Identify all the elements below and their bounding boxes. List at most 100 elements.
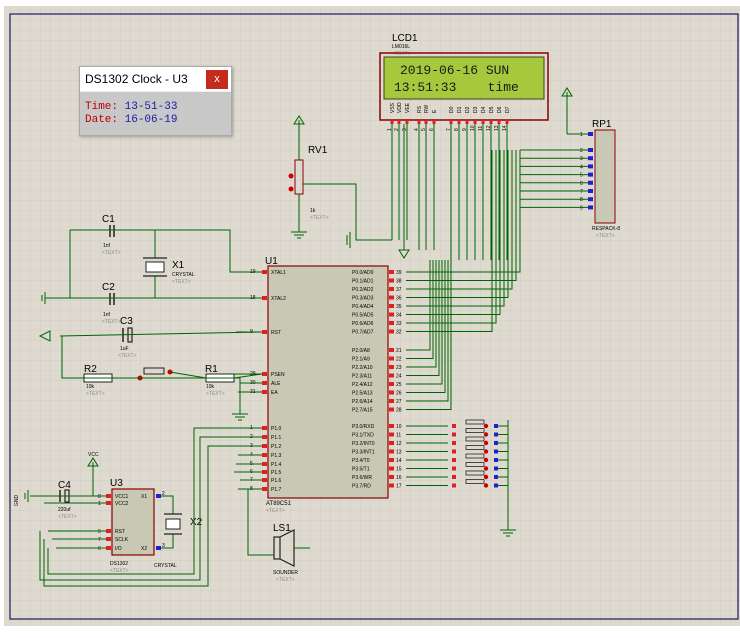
u1-pin-number: 38 (396, 279, 402, 285)
c1-text: <TEXT> (102, 250, 121, 256)
wire (406, 260, 449, 402)
u1-pin-name: P3.4/T0 (352, 458, 370, 464)
popup-title-bar[interactable]: DS1302 Clock - U3 x (80, 67, 231, 91)
p3-switch[interactable] (452, 479, 498, 488)
lcd-pin-name: RW (424, 104, 430, 113)
lcd-pin-name: D6 (497, 106, 503, 113)
rp1-pin-marker (588, 148, 593, 152)
p3-switch[interactable] (452, 470, 498, 480)
u1-pin-name: EA (271, 390, 278, 396)
rp1-pin-number: 7 (580, 189, 583, 195)
time-value: 13-51-33 (124, 101, 178, 113)
rp1-pin-marker (588, 180, 593, 185)
u1-pin-number: 10 (396, 424, 402, 430)
u1-pin-marker (389, 356, 394, 361)
u1-pin-number: 35 (396, 304, 402, 310)
p3-switch[interactable] (452, 436, 498, 446)
lcd-pin-marker (505, 120, 509, 124)
u1-pin-name: RST (271, 330, 281, 336)
lcd-pins: VSS1VDD2VEE3RS4RW5E6D07D18D29D310D411D51… (387, 102, 511, 131)
p3-switch[interactable] (452, 445, 498, 454)
rp1-pin-number: 4 (580, 164, 583, 170)
rtc-chip-u3[interactable]: U3 DS1302 <TEXT> VCC18VCC21RST5SCLK7I/O6… (98, 478, 165, 574)
u1-pin-number: 36 (396, 296, 402, 302)
switch-contact (483, 449, 489, 454)
lcd-pin-marker (424, 120, 428, 124)
rp1-text: <TEXT> (596, 233, 615, 239)
switch-body (465, 436, 485, 442)
u1-pin-name: P0.5/AD5 (352, 313, 374, 319)
u1-pin-name: PSEN (271, 372, 285, 378)
wire (406, 150, 513, 290)
lcd-pin-number: 11 (478, 126, 484, 131)
rp1-pin-number: 3 (580, 156, 583, 162)
u3-pin-marker (106, 529, 111, 533)
u1-pin-name: P1.5 (271, 470, 282, 476)
p3-switch[interactable] (452, 419, 498, 429)
u1-pin-marker (262, 390, 267, 394)
u1-pin-number: 16 (396, 475, 402, 481)
p3-switch[interactable] (452, 453, 498, 463)
wire (406, 260, 440, 376)
p3-switch[interactable] (452, 428, 498, 437)
lcd-pin-marker (390, 120, 394, 124)
p3-switch[interactable] (452, 462, 498, 471)
lcd-component[interactable]: LCD1 LM016L <TEXT> 2019-06-16 SUN 13:51:… (379, 33, 549, 131)
rv1-value: 1k (310, 208, 316, 214)
u3-pin-number: 8 (98, 494, 101, 500)
u1-pin-marker (389, 407, 394, 412)
u1-pin-name: P0.6/AD6 (352, 321, 374, 327)
wire (47, 427, 262, 575)
close-button[interactable]: x (206, 70, 228, 89)
capacitor-c2[interactable]: C2 1nf <TEXT> (102, 282, 121, 325)
u1-pin-marker (389, 466, 394, 471)
u1-pin-marker (389, 373, 394, 378)
time-row: Time: 13-51-33 (85, 101, 177, 113)
u1-pin-marker (389, 287, 394, 291)
ground-symbol (346, 232, 351, 248)
switch-pin (452, 475, 456, 479)
p3-switches[interactable] (452, 419, 498, 488)
u1-pin-name: P1.3 (271, 453, 282, 459)
microcontroller-u1[interactable]: U1 AT89C51 <TEXT> XTAL119XTAL218RST9PSEN… (250, 256, 402, 514)
switch-pin (494, 424, 498, 428)
popup-title: DS1302 Clock - U3 (85, 72, 188, 86)
switch-pin (452, 424, 456, 428)
u1-pin-name: P0.3/AD3 (352, 296, 374, 302)
u3-pin-name: RST (115, 529, 125, 535)
switch-pin (452, 483, 456, 488)
rp1-pin-marker (588, 189, 593, 193)
u1-pin-number: 22 (396, 357, 402, 363)
lcd-pin-marker (481, 120, 485, 124)
switch-contact (483, 423, 489, 429)
u3-pin-number: 3 (162, 543, 165, 549)
u3-pin-number: 6 (98, 546, 101, 552)
c2-text: <TEXT> (102, 319, 121, 325)
x1-part: CRYSTAL (172, 272, 195, 278)
u1-pin-name: XTAL2 (271, 296, 286, 302)
wire (406, 260, 431, 351)
capacitor-c1[interactable]: C1 1nf <TEXT> (102, 214, 121, 256)
wire (233, 373, 263, 379)
lcd-part: LM016L (392, 44, 410, 50)
u1-pin-name: P2.2/A10 (352, 365, 373, 371)
wire (43, 445, 262, 587)
switch-body (465, 419, 485, 425)
switch-contact (483, 483, 489, 488)
lcd-pin-name: D2 (465, 106, 471, 113)
rp1-pin-number: 5 (580, 173, 583, 179)
u1-pin-name: P2.3/A11 (352, 374, 372, 380)
u1-pin-name: P3.5/T1 (352, 467, 370, 473)
c4-text: <TEXT> (58, 514, 77, 520)
c3-value: 1uF (120, 346, 129, 352)
ds1302-popup-window[interactable]: DS1302 Clock - U3 x Time: 13-51-33 Date:… (79, 66, 232, 136)
u1-pin-number: 33 (396, 321, 402, 327)
lcd-pin-number: 1 (387, 128, 393, 131)
u1-pin-marker (389, 441, 394, 445)
switch-pin (494, 458, 498, 462)
u1-pin-name: P3.1/TXD (352, 433, 374, 439)
lcd-pin-number: 8 (454, 128, 460, 131)
date-label: Date: (85, 114, 119, 126)
